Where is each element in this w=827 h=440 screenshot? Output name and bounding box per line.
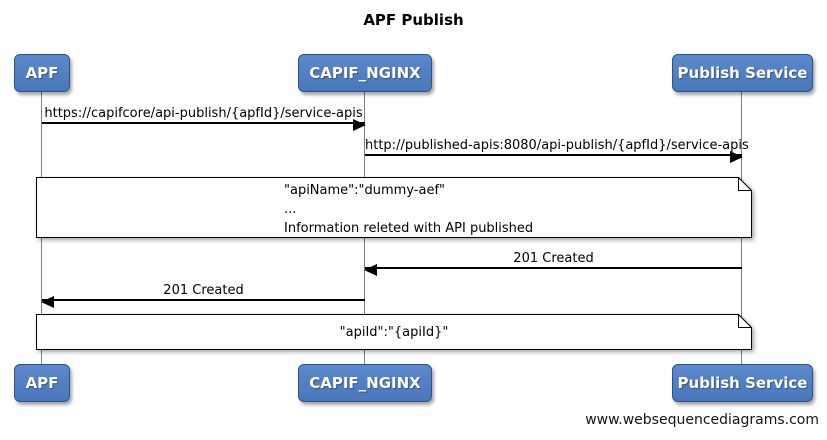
note-line: "apiName":"dummy-aef" — [284, 183, 445, 198]
actor-apf-top: APF — [14, 54, 70, 92]
message-line — [41, 296, 365, 308]
message-label: https://capifcore/api-publish/{apfId}/se… — [44, 106, 363, 121]
message-capif-to-apf: 201 Created — [41, 283, 365, 308]
actor-apf-bottom: APF — [14, 364, 70, 402]
note-line: ... — [284, 202, 297, 217]
actor-capif-nginx-bottom: CAPIF_NGINX — [298, 364, 432, 402]
arrowhead-right-icon — [730, 151, 743, 163]
note-fold-icon — [738, 177, 752, 191]
arrowhead-right-icon — [353, 119, 366, 131]
note-apiid: "apiId":"{apiId}" — [36, 314, 752, 350]
message-capif-to-publish: http://published-apis:8080/api-publish/{… — [365, 138, 749, 163]
actor-capif-nginx-top: CAPIF_NGINX — [298, 54, 432, 92]
arrowhead-left-icon — [364, 264, 377, 276]
message-label: http://published-apis:8080/api-publish/{… — [365, 138, 749, 153]
arrowhead-left-icon — [41, 296, 54, 308]
message-label: 201 Created — [163, 283, 244, 298]
watermark: www.websequencediagrams.com — [585, 412, 819, 428]
note-api-published: "apiName":"dummy-aef" ... Information re… — [36, 177, 752, 238]
diagram-title: APF Publish — [363, 11, 464, 29]
note-shape — [36, 177, 752, 238]
note-text-block: "apiId":"{apiId}" — [36, 323, 752, 342]
message-line — [364, 264, 742, 276]
message-line — [365, 151, 743, 163]
note-fold-icon — [738, 314, 752, 328]
message-line — [42, 119, 366, 131]
note-shape — [36, 314, 752, 350]
note-line: "apiId":"{apiId}" — [339, 325, 449, 340]
note-line: Information releted with API published — [284, 221, 534, 236]
message-apf-to-capif: https://capifcore/api-publish/{apfId}/se… — [42, 106, 366, 131]
note-text-block: "apiName":"dummy-aef" ... Information re… — [284, 181, 533, 238]
message-label: 201 Created — [513, 251, 594, 266]
actor-publish-service-top: Publish Service — [672, 54, 813, 92]
message-publish-to-capif: 201 Created — [364, 251, 742, 276]
actor-publish-service-bottom: Publish Service — [672, 364, 813, 402]
